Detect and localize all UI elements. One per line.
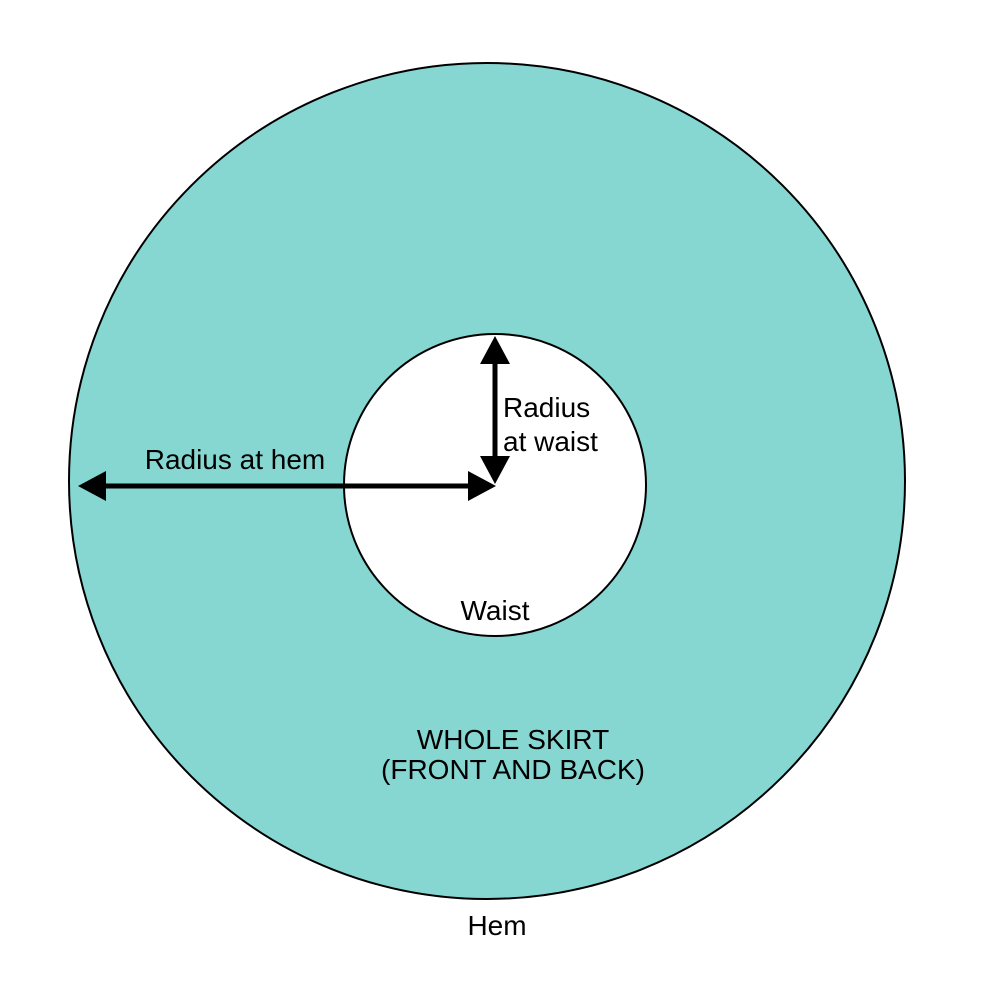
radius-at-waist-arrowhead-top xyxy=(480,336,510,364)
radius-at-waist-label-line2: at waist xyxy=(503,426,598,457)
skirt-title: WHOLE SKIRT (FRONT AND BACK) xyxy=(363,725,663,785)
hem-label: Hem xyxy=(467,910,527,941)
waist-label: Waist xyxy=(460,595,530,626)
skirt-title-line2: (FRONT AND BACK) xyxy=(381,754,645,785)
radius-at-waist-label-line1: Radius xyxy=(503,392,591,423)
radius-at-waist-arrow-shaft xyxy=(492,360,498,460)
radius-at-hem-arrowhead-left xyxy=(78,471,106,501)
radius-at-hem-arrow xyxy=(78,471,496,501)
radius-at-hem-arrowhead-right xyxy=(468,471,496,501)
radius-at-hem-arrow-shaft xyxy=(100,483,472,489)
radius-at-waist-label: Radius at waist xyxy=(503,391,598,459)
radius-at-hem-label: Radius at hem xyxy=(144,444,326,475)
radius-at-waist-arrowhead-bottom xyxy=(480,456,510,484)
skirt-title-line1: WHOLE SKIRT xyxy=(416,724,610,755)
radius-at-waist-arrow xyxy=(480,336,510,484)
